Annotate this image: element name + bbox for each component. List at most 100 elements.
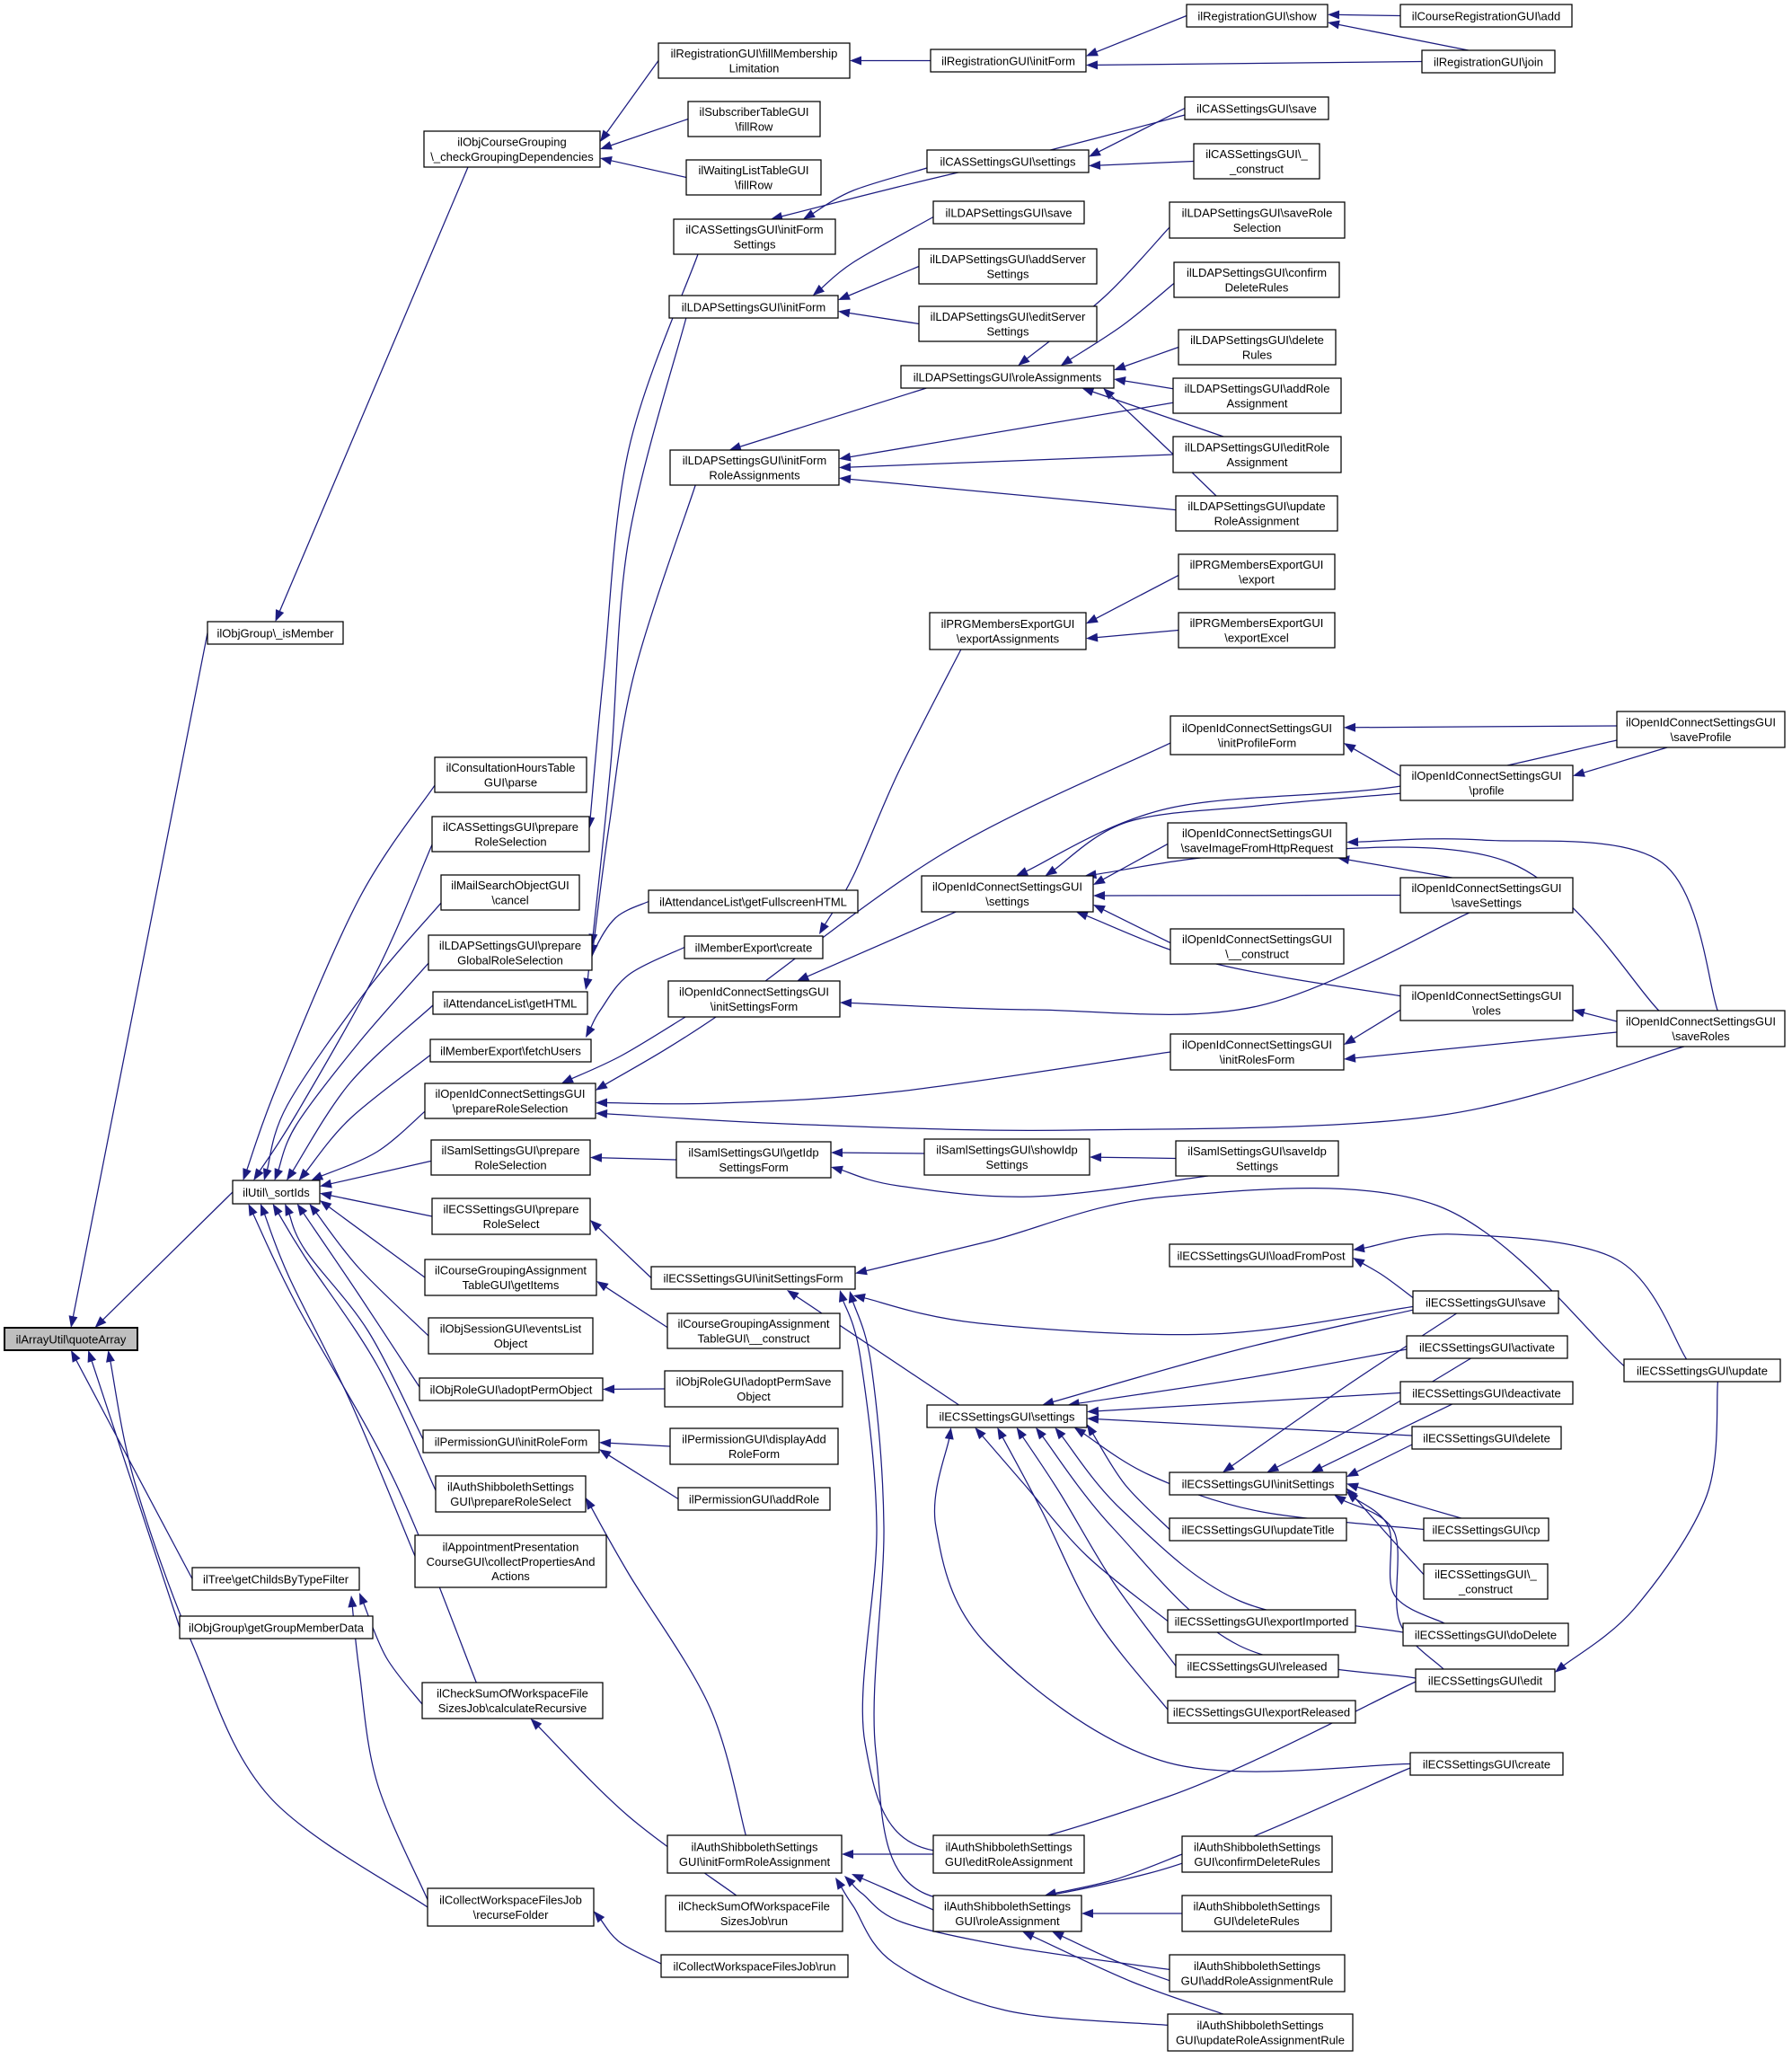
svg-text:ilConsultationHoursTable: ilConsultationHoursTable <box>446 761 576 774</box>
svg-text:GUI\confirmDeleteRules: GUI\confirmDeleteRules <box>1194 1855 1320 1869</box>
svg-text:ilOpenIdConnectSettingsGUI: ilOpenIdConnectSettingsGUI <box>1626 1015 1776 1029</box>
svg-text:ilECSSettingsGUI\doDelete: ilECSSettingsGUI\doDelete <box>1415 1628 1557 1641</box>
svg-text:\saveRoles: \saveRoles <box>1672 1030 1730 1043</box>
svg-text:ilCourseRegistrationGUI\add: ilCourseRegistrationGUI\add <box>1412 9 1560 22</box>
svg-text:ilECSSettingsGUI\loadFromPost: ilECSSettingsGUI\loadFromPost <box>1177 1249 1346 1262</box>
svg-text:ilCASSettingsGUI\save: ilCASSettingsGUI\save <box>1196 102 1317 115</box>
svg-text:ilECSSettingsGUI\edit: ilECSSettingsGUI\edit <box>1428 1674 1543 1687</box>
svg-text:ilSamlSettingsGUI\saveIdp: ilSamlSettingsGUI\saveIdp <box>1187 1144 1327 1158</box>
svg-text:Settings: Settings <box>1236 1159 1278 1172</box>
svg-text:\exportAssignments: \exportAssignments <box>957 632 1060 645</box>
svg-text:Settings: Settings <box>987 324 1029 338</box>
svg-text:ilLDAPSettingsGUI\save: ilLDAPSettingsGUI\save <box>946 206 1073 219</box>
svg-text:ilOpenIdConnectSettingsGUI: ilOpenIdConnectSettingsGUI <box>1182 1038 1332 1052</box>
svg-text:ilLDAPSettingsGUI\prepare: ilLDAPSettingsGUI\prepare <box>439 939 581 952</box>
svg-text:\initProfileForm: \initProfileForm <box>1218 736 1296 749</box>
svg-text:ilPRGMembersExportGUI: ilPRGMembersExportGUI <box>1190 616 1324 630</box>
svg-text:ilWaitingListTableGUI: ilWaitingListTableGUI <box>698 163 808 177</box>
svg-text:ilTree\getChildsByTypeFilter: ilTree\getChildsByTypeFilter <box>203 1572 349 1586</box>
svg-text:ilOpenIdConnectSettingsGUI: ilOpenIdConnectSettingsGUI <box>1626 716 1776 729</box>
svg-text:\cancel: \cancel <box>491 893 528 906</box>
svg-text:ilLDAPSettingsGUI\confirm: ilLDAPSettingsGUI\confirm <box>1187 266 1327 279</box>
svg-text:ilAuthShibbolethSettings: ilAuthShibbolethSettings <box>1194 1900 1320 1913</box>
svg-text:Settings: Settings <box>986 1158 1028 1171</box>
svg-text:ilOpenIdConnectSettingsGUI: ilOpenIdConnectSettingsGUI <box>1412 881 1562 895</box>
svg-text:ilRegistrationGUI\fillMembersh: ilRegistrationGUI\fillMembership <box>671 47 838 60</box>
svg-text:ilSubscriberTableGUI: ilSubscriberTableGUI <box>699 105 808 119</box>
svg-text:ilObjGroup\_isMember: ilObjGroup\_isMember <box>216 626 334 640</box>
svg-text:ilLDAPSettingsGUI\saveRole: ilLDAPSettingsGUI\saveRole <box>1182 207 1333 220</box>
svg-text:TableGUI\getItems: TableGUI\getItems <box>463 1278 560 1292</box>
svg-text:ilAuthShibbolethSettings: ilAuthShibbolethSettings <box>1194 1959 1320 1973</box>
svg-text:Rules: Rules <box>1242 348 1273 361</box>
svg-text:ilLDAPSettingsGUI\initForm: ilLDAPSettingsGUI\initForm <box>682 300 825 314</box>
svg-text:ilMemberExport\fetchUsers: ilMemberExport\fetchUsers <box>440 1044 581 1057</box>
svg-text:\recurseFolder: \recurseFolder <box>473 1908 549 1922</box>
svg-text:ilAuthShibbolethSettings: ilAuthShibbolethSettings <box>944 1900 1071 1913</box>
svg-text:ilCourseGroupingAssignment: ilCourseGroupingAssignment <box>677 1317 829 1330</box>
svg-text:ilPRGMembersExportGUI: ilPRGMembersExportGUI <box>1190 558 1324 571</box>
svg-text:ilObjRoleGUI\adoptPermSave: ilObjRoleGUI\adoptPermSave <box>676 1375 832 1389</box>
svg-text:SizesJob\run: SizesJob\run <box>720 1914 788 1928</box>
svg-text:ilMailSearchObjectGUI: ilMailSearchObjectGUI <box>451 879 569 892</box>
svg-text:ilECSSettingsGUI\cp: ilECSSettingsGUI\cp <box>1433 1523 1540 1536</box>
svg-text:RoleAssignments: RoleAssignments <box>709 468 800 482</box>
svg-text:RoleSelection: RoleSelection <box>474 835 546 848</box>
svg-text:_construct: _construct <box>1458 1582 1513 1595</box>
svg-text:DeleteRules: DeleteRules <box>1225 280 1289 294</box>
svg-text:\export: \export <box>1239 572 1275 586</box>
svg-text:RoleSelect: RoleSelect <box>483 1217 540 1231</box>
svg-text:ilECSSettingsGUI\initSettingsF: ilECSSettingsGUI\initSettingsForm <box>663 1271 843 1285</box>
svg-text:ilECSSettingsGUI\deactivate: ilECSSettingsGUI\deactivate <box>1412 1386 1560 1400</box>
svg-text:ilLDAPSettingsGUI\delete: ilLDAPSettingsGUI\delete <box>1190 333 1324 347</box>
svg-text:\saveSettings: \saveSettings <box>1452 896 1523 909</box>
svg-text:ilLDAPSettingsGUI\editServer: ilLDAPSettingsGUI\editServer <box>931 310 1086 323</box>
svg-text:ilECSSettingsGUI\activate: ilECSSettingsGUI\activate <box>1419 1340 1555 1354</box>
svg-text:ilAttendanceList\getFullscreen: ilAttendanceList\getFullscreenHTML <box>659 895 847 908</box>
svg-text:ilECSSettingsGUI\update: ilECSSettingsGUI\update <box>1637 1364 1768 1377</box>
svg-text:ilUtil\_sortIds: ilUtil\_sortIds <box>243 1186 310 1199</box>
svg-text:ilObjRoleGUI\adoptPermObject: ilObjRoleGUI\adoptPermObject <box>430 1383 593 1396</box>
svg-text:GUI\roleAssignment: GUI\roleAssignment <box>955 1914 1060 1928</box>
svg-text:\fillRow: \fillRow <box>736 119 774 133</box>
svg-text:SettingsForm: SettingsForm <box>719 1161 788 1174</box>
svg-text:ilECSSettingsGUI\delete: ilECSSettingsGUI\delete <box>1423 1431 1550 1445</box>
svg-text:ilLDAPSettingsGUI\addServer: ilLDAPSettingsGUI\addServer <box>930 252 1086 266</box>
svg-text:ilObjSessionGUI\eventsList: ilObjSessionGUI\eventsList <box>440 1322 582 1336</box>
svg-text:ilOpenIdConnectSettingsGUI: ilOpenIdConnectSettingsGUI <box>679 985 829 999</box>
svg-text:GUI\editRoleAssignment: GUI\editRoleAssignment <box>945 1855 1073 1869</box>
svg-text:ilCASSettingsGUI\initForm: ilCASSettingsGUI\initForm <box>685 223 823 236</box>
svg-text:ilAuthShibbolethSettings: ilAuthShibbolethSettings <box>692 1841 818 1854</box>
svg-text:ilLDAPSettingsGUI\update: ilLDAPSettingsGUI\update <box>1187 499 1325 513</box>
svg-text:GUI\updateRoleAssignmentRule: GUI\updateRoleAssignmentRule <box>1176 2033 1345 2046</box>
svg-text:Actions: Actions <box>491 1569 530 1583</box>
svg-text:GUI\prepareRoleSelect: GUI\prepareRoleSelect <box>450 1495 571 1508</box>
svg-text:RoleSelection: RoleSelection <box>474 1158 546 1171</box>
svg-text:ilECSSettingsGUI\exportRelease: ilECSSettingsGUI\exportReleased <box>1173 1705 1350 1719</box>
svg-text:Object: Object <box>494 1337 528 1350</box>
svg-text:ilAuthShibbolethSettings: ilAuthShibbolethSettings <box>1194 1841 1320 1854</box>
svg-text:_construct: _construct <box>1229 162 1284 175</box>
svg-text:ilRegistrationGUI\join: ilRegistrationGUI\join <box>1434 55 1543 68</box>
svg-text:ilMemberExport\create: ilMemberExport\create <box>695 941 813 954</box>
svg-text:\_checkGroupingDependencies: \_checkGroupingDependencies <box>430 150 594 163</box>
svg-text:ilPermissionGUI\displayAdd: ilPermissionGUI\displayAdd <box>682 1433 825 1446</box>
svg-text:ilAuthShibbolethSettings: ilAuthShibbolethSettings <box>447 1480 574 1494</box>
svg-text:ilCheckSumOfWorkspaceFile: ilCheckSumOfWorkspaceFile <box>437 1687 588 1701</box>
svg-text:ilRegistrationGUI\initForm: ilRegistrationGUI\initForm <box>941 54 1075 67</box>
svg-text:GlobalRoleSelection: GlobalRoleSelection <box>457 953 563 967</box>
svg-text:\saveProfile: \saveProfile <box>1671 730 1732 744</box>
svg-text:ilCollectWorkspaceFilesJob: ilCollectWorkspaceFilesJob <box>439 1894 582 1907</box>
svg-text:Assignment: Assignment <box>1227 396 1288 410</box>
svg-text:GUI\parse: GUI\parse <box>484 775 537 789</box>
svg-text:ilECSSettingsGUI\create: ilECSSettingsGUI\create <box>1423 1757 1550 1771</box>
svg-text:Object: Object <box>737 1390 771 1403</box>
svg-text:ilLDAPSettingsGUI\initForm: ilLDAPSettingsGUI\initForm <box>683 454 826 467</box>
svg-text:ilECSSettingsGUI\released: ilECSSettingsGUI\released <box>1187 1659 1327 1673</box>
svg-text:ilOpenIdConnectSettingsGUI: ilOpenIdConnectSettingsGUI <box>1182 932 1332 946</box>
svg-text:RoleAssignment: RoleAssignment <box>1214 514 1300 527</box>
svg-text:ilECSSettingsGUI\settings: ilECSSettingsGUI\settings <box>939 1409 1075 1423</box>
svg-text:\exportExcel: \exportExcel <box>1224 631 1289 644</box>
svg-text:ilSamlSettingsGUI\getIdp: ilSamlSettingsGUI\getIdp <box>688 1146 818 1160</box>
svg-text:ilAppointmentPresentation: ilAppointmentPresentation <box>443 1541 579 1554</box>
